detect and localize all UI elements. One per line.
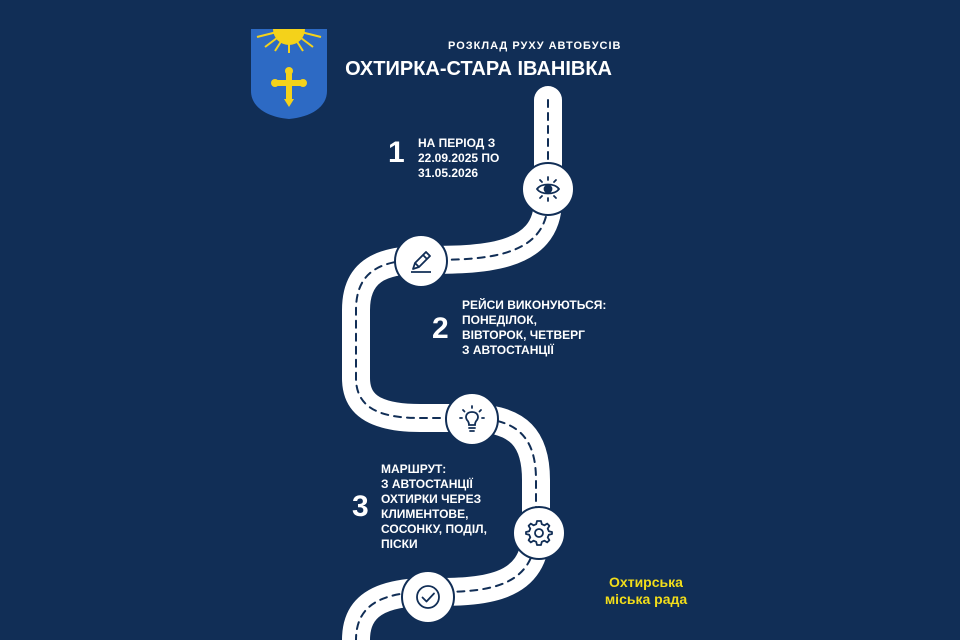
city-emblem xyxy=(251,13,327,119)
pencil-icon xyxy=(411,251,431,273)
step-2-number: 2 xyxy=(432,312,449,345)
step-1-text: НА ПЕРІОД З 22.09.2025 ПО 31.05.2026 xyxy=(418,136,499,181)
pencil-icon-circle xyxy=(394,234,448,288)
step-3-line-5: СОСОНКУ, ПОДІЛ, xyxy=(381,522,487,536)
step-2-line-3: ВІВТОРОК, ЧЕТВЕРГ xyxy=(462,328,585,342)
city-council-label: Охтирська міська рада xyxy=(596,574,696,608)
step-3-line-3: ОХТИРКИ ЧЕРЕЗ xyxy=(381,492,482,506)
gear-icon-circle xyxy=(512,506,566,560)
step-3-line-1: МАРШРУТ: xyxy=(381,462,447,476)
step-3-line-6: ПІСКИ xyxy=(381,537,418,551)
step-2-line-4: З АВТОСТАНЦІЇ xyxy=(462,343,554,357)
step-2-line-1: РЕЙСИ ВИКОНУЮТЬСЯ: xyxy=(462,298,607,312)
page-title: ОХТИРКА-СТАРА ІВАНІВКА xyxy=(345,58,612,80)
step-1-line-1: НА ПЕРІОД З xyxy=(418,136,496,150)
step-3-text: МАРШРУТ: З АВТОСТАНЦІЇ ОХТИРКИ ЧЕРЕЗ КЛИ… xyxy=(381,462,487,552)
step-1-number: 1 xyxy=(388,136,405,169)
lightbulb-icon xyxy=(459,405,485,432)
step-1-line-2: 22.09.2025 ПО xyxy=(418,151,500,165)
coat-of-arms-icon xyxy=(251,13,327,119)
step-2-line-2: ПОНЕДІЛОК, xyxy=(462,313,537,327)
city-council-line-1: Охтирська xyxy=(609,574,683,590)
eye-icon-circle xyxy=(521,162,575,216)
checkmark-icon-circle xyxy=(401,570,455,624)
city-council-line-2: міська рада xyxy=(604,591,688,607)
step-3-number: 3 xyxy=(352,490,369,523)
step-3-line-4: КЛИМЕНТОВЕ, xyxy=(381,507,469,521)
gear-icon xyxy=(525,520,553,546)
step-2-text: РЕЙСИ ВИКОНУЮТЬСЯ: ПОНЕДІЛОК, ВІВТОРОК, … xyxy=(462,298,606,358)
eye-icon xyxy=(535,176,561,202)
step-1-line-3: 31.05.2026 xyxy=(418,166,479,180)
subtitle: РОЗКЛАД РУХУ АВТОБУСІВ xyxy=(448,40,622,52)
step-3-line-2: З АВТОСТАНЦІЇ xyxy=(381,477,473,491)
lightbulb-icon-circle xyxy=(445,392,499,446)
checkmark-icon xyxy=(416,585,440,609)
